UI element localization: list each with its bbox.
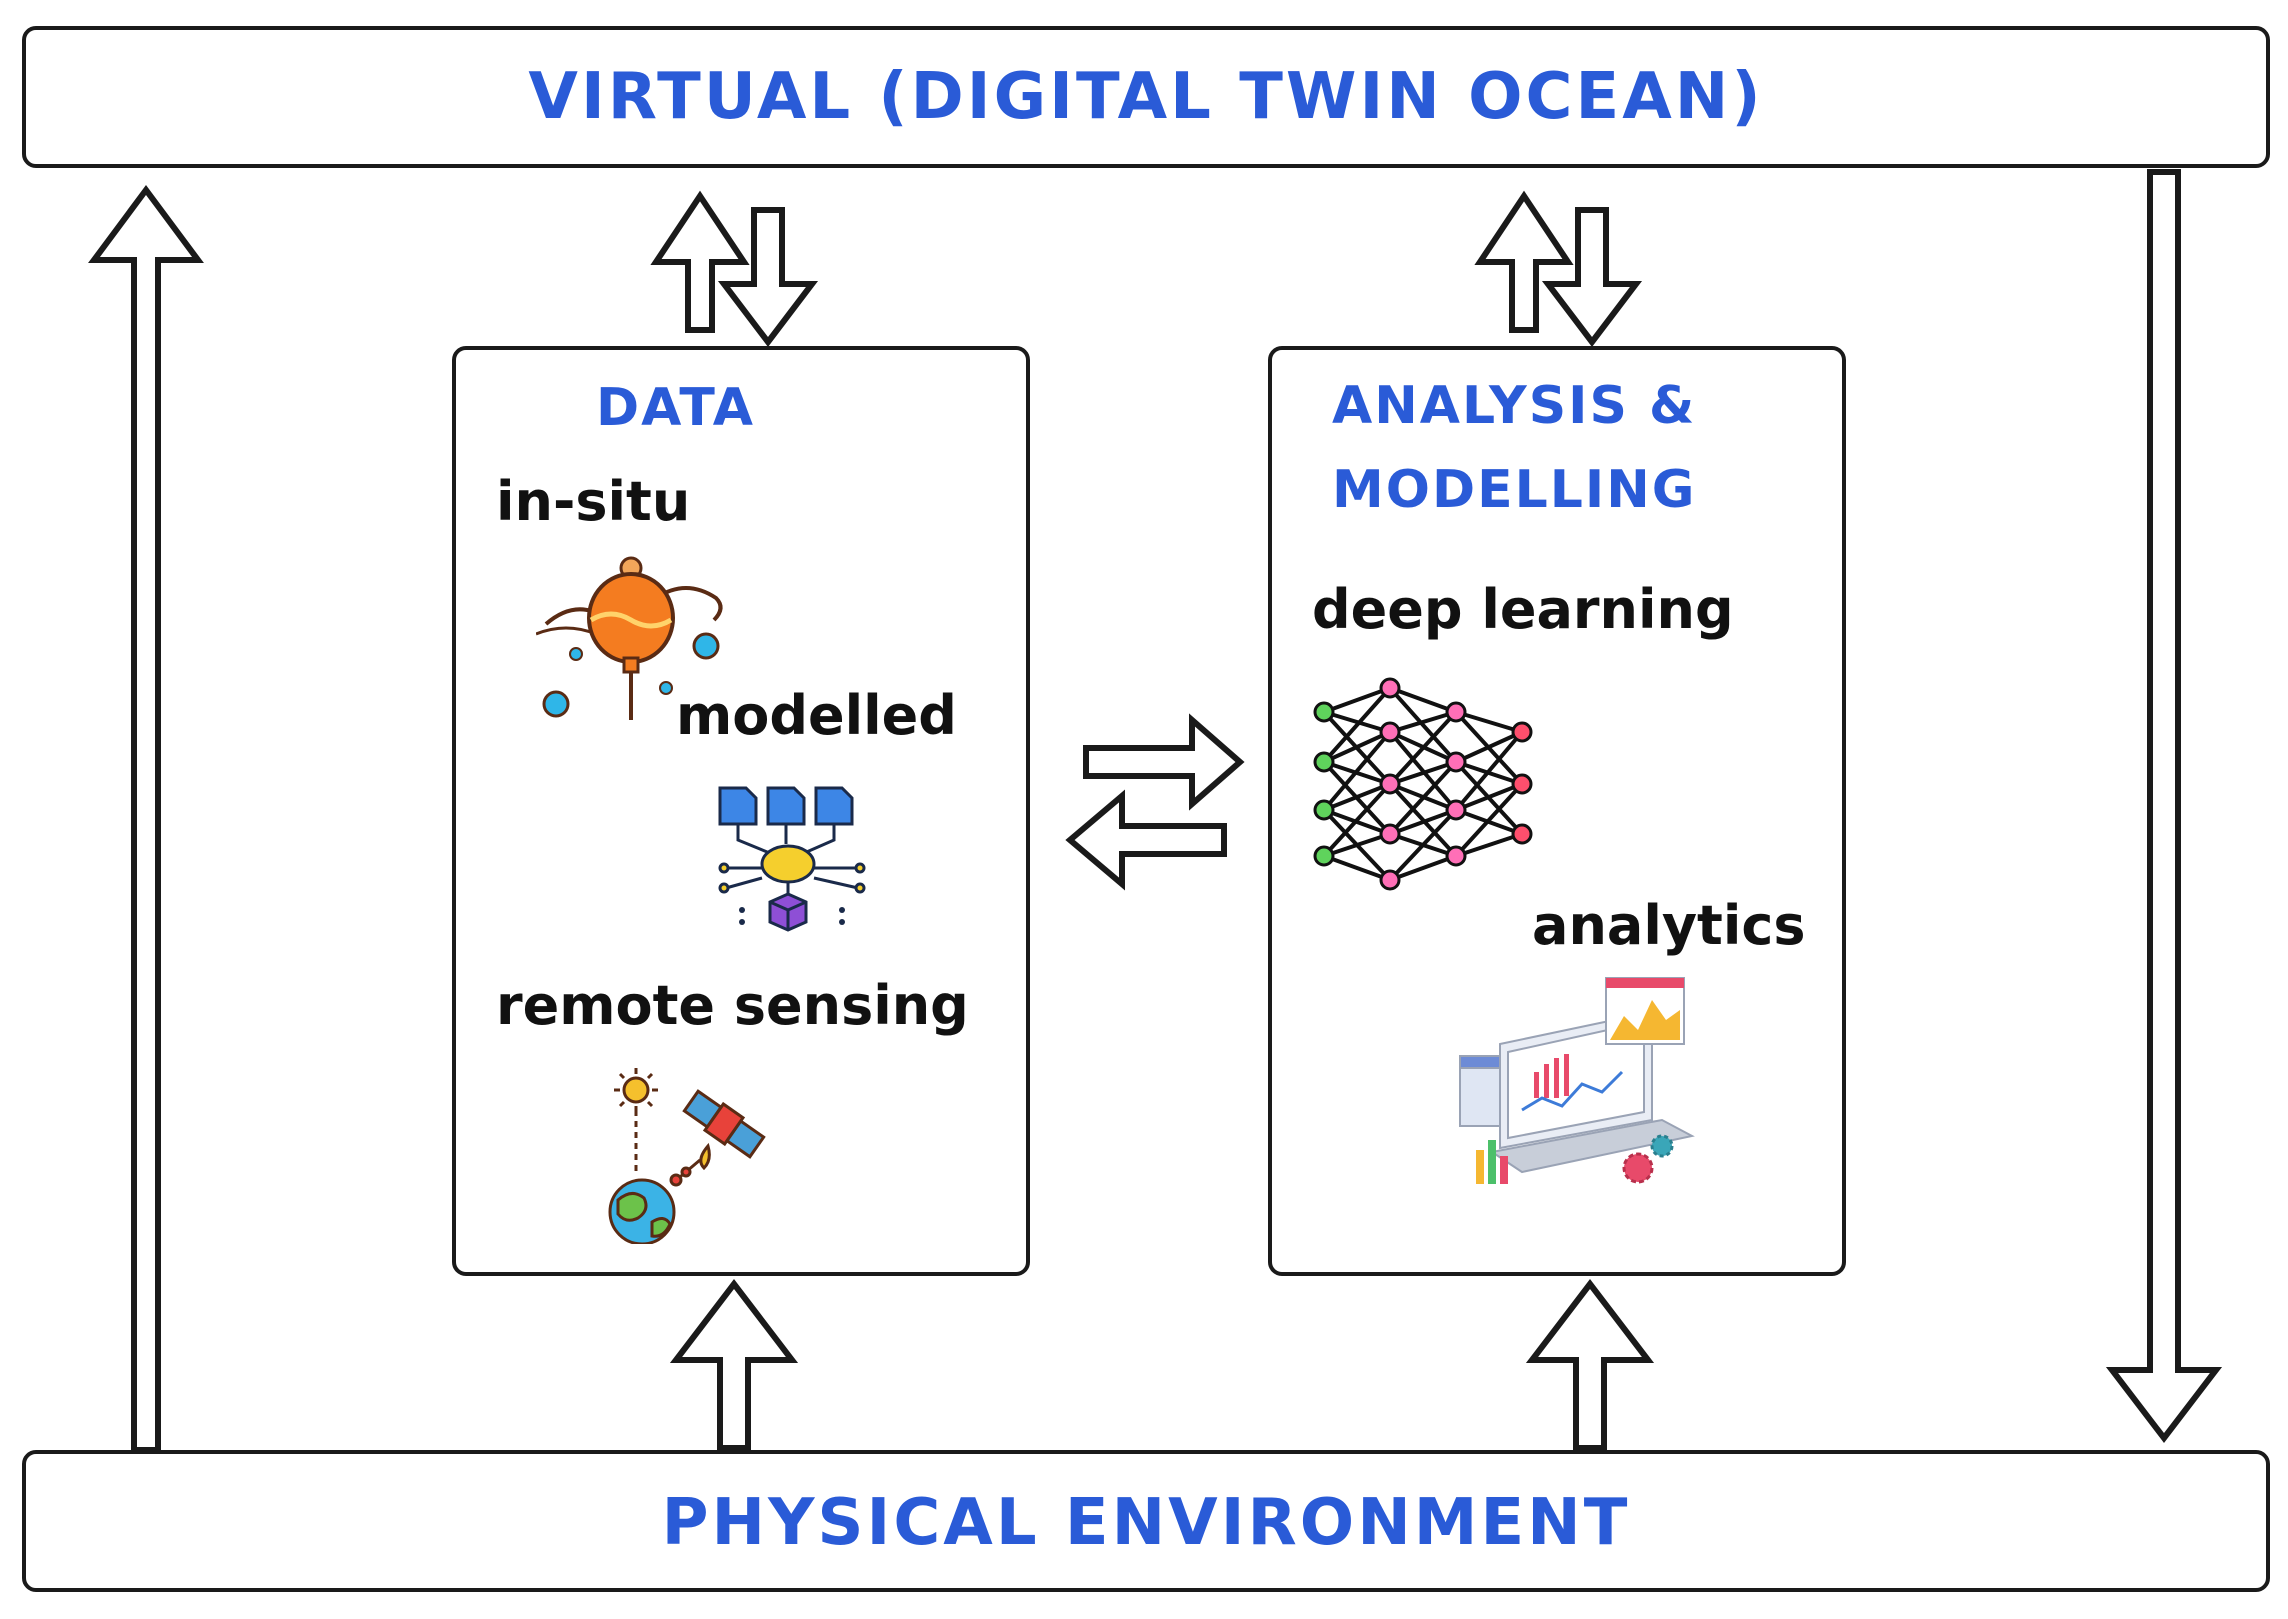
- data-to-analysis-arrow: [1083, 713, 1245, 811]
- buoy-icon: [536, 556, 723, 720]
- physical-banner-label: PHYSICAL ENVIRONMENT: [661, 1486, 1631, 1560]
- analysis-panel-title-line1: ANALYSIS &: [1332, 376, 1697, 436]
- data-model-icon: [718, 786, 866, 932]
- neural-network-icon: [1313, 677, 1533, 891]
- data-item-modelled: modelled: [676, 684, 957, 747]
- analysis-up-arrow: [1474, 190, 1574, 333]
- left-up-arrow: [88, 184, 204, 1453]
- analysis-item-deep-learning: deep learning: [1312, 578, 1734, 641]
- satellite-icon: [608, 1068, 766, 1244]
- analysis-down-arrow: [1541, 207, 1643, 347]
- data-down-arrow: [717, 207, 819, 347]
- analysis-item-analytics: analytics: [1532, 894, 1806, 957]
- virtual-banner-label: VIRTUAL (DIGITAL TWIN OCEAN): [528, 60, 1764, 134]
- right-down-arrow: [2105, 169, 2223, 1443]
- virtual-banner: VIRTUAL (DIGITAL TWIN OCEAN): [22, 26, 2270, 168]
- analytics-laptop-icon: [1459, 977, 1695, 1184]
- data-from-physical-arrow: [669, 1279, 799, 1451]
- analysis-from-physical-arrow: [1525, 1279, 1655, 1451]
- analysis-to-data-arrow: [1065, 789, 1227, 891]
- data-item-in-situ: in-situ: [496, 470, 691, 533]
- analysis-panel-title-line2: MODELLING: [1332, 460, 1697, 520]
- data-item-remote-sensing: remote sensing: [496, 974, 969, 1037]
- data-up-arrow: [650, 190, 750, 333]
- physical-banner: PHYSICAL ENVIRONMENT: [22, 1450, 2270, 1592]
